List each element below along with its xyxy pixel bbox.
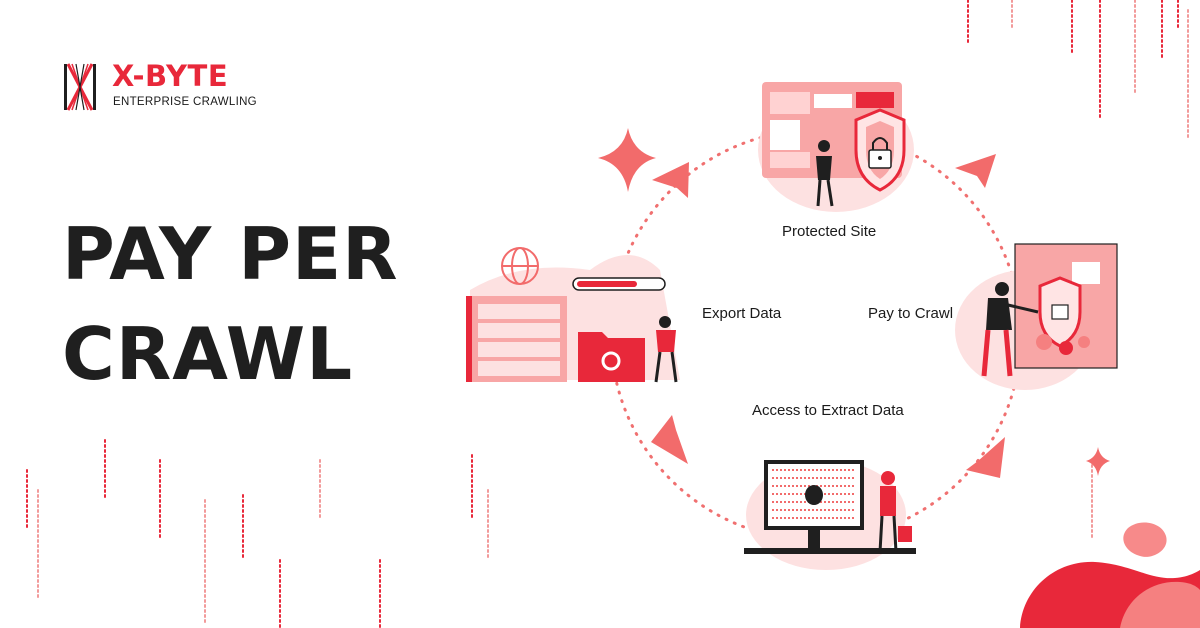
arrow-icon bbox=[652, 162, 689, 198]
sparkle-icon bbox=[1086, 447, 1110, 476]
step-label-protected-site: Protected Site bbox=[782, 223, 877, 240]
step-label-pay-to-crawl: Pay to Crawl bbox=[868, 305, 954, 322]
arrow-icon bbox=[651, 415, 688, 464]
brand-tagline: ENTERPRISE CRAWLING bbox=[113, 96, 257, 108]
headline-line-2: CRAWL bbox=[62, 312, 354, 396]
export-data-illustration bbox=[466, 247, 680, 383]
protected-site-illustration bbox=[758, 82, 914, 212]
extract-data-illustration bbox=[744, 460, 916, 570]
arrow-icon bbox=[955, 154, 996, 188]
gear-icon bbox=[601, 351, 621, 371]
sparkle-icon bbox=[598, 128, 656, 192]
arrow-icon bbox=[966, 437, 1005, 478]
decorative-streaks bbox=[26, 0, 1189, 628]
spider-icon bbox=[805, 485, 823, 505]
folder-icon bbox=[578, 332, 645, 382]
step-label-export-data: Export Data bbox=[702, 305, 782, 322]
headline-line-1: PAY PER bbox=[62, 212, 399, 296]
xbyte-logo-icon bbox=[64, 63, 96, 111]
brand-name: X-BYTE bbox=[112, 59, 229, 93]
decorative-blob bbox=[1020, 522, 1200, 628]
step-label-access-to-extract-data: Access to Extract Data bbox=[752, 402, 904, 419]
pay-to-crawl-illustration bbox=[955, 243, 1118, 390]
